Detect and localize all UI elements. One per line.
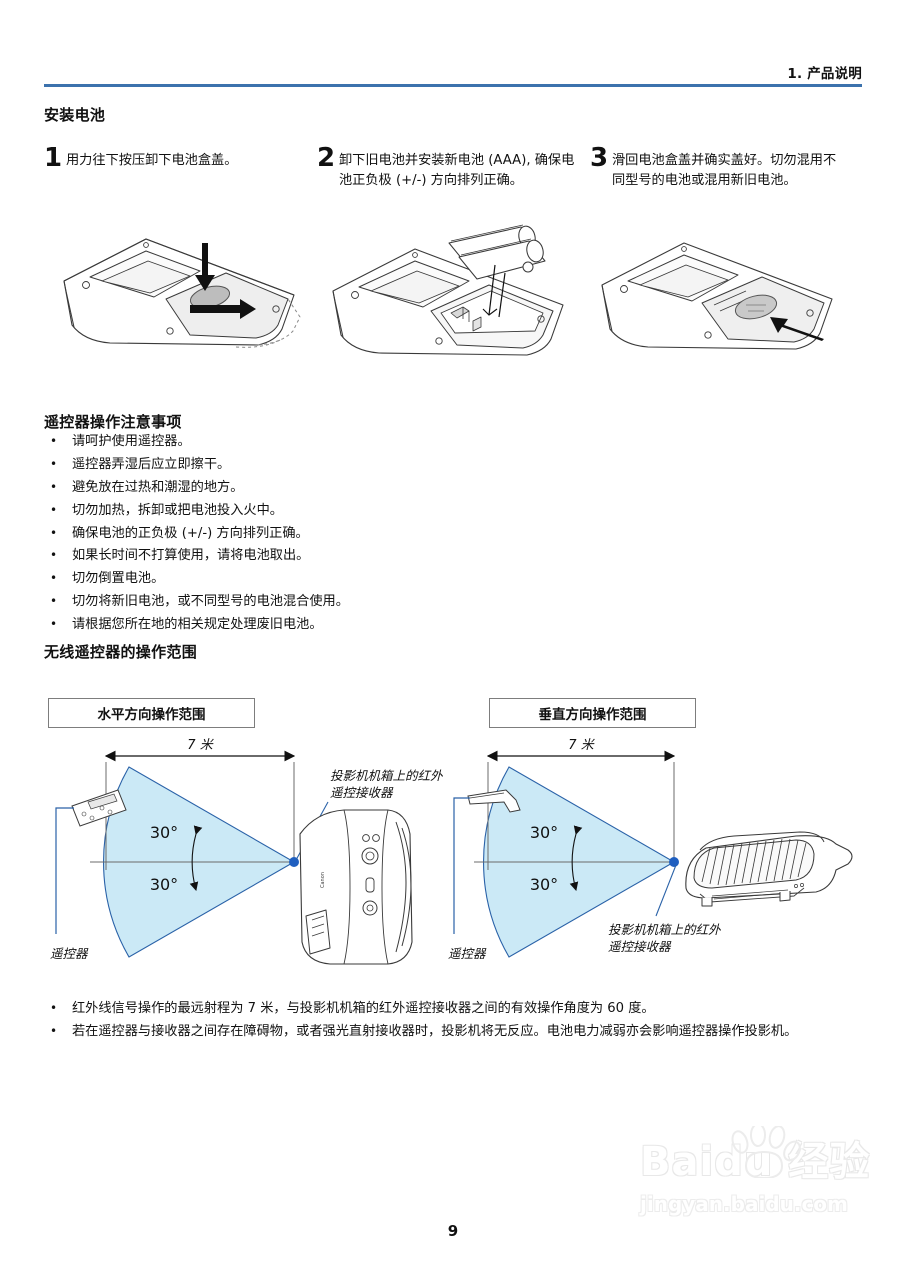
step-1-number: 1 <box>44 143 63 173</box>
remote-control-icon <box>71 789 127 827</box>
step-1: 1 用力往下按压卸下电池盒盖。 <box>44 143 317 348</box>
list-item: • 若在遥控器与接收器之间存在障碍物，或者强光直射接收器时，投影机将无反应。电池… <box>44 1021 864 1042</box>
bullet-icon: • <box>50 548 58 563</box>
step-3-text: 滑回电池盒盖并确实盖好。切勿混用不同型号的电池或混用新旧电池。 <box>612 153 837 189</box>
step-2-number: 2 <box>317 143 336 173</box>
list-item: • 切勿将新旧电池，或不同型号的电池混合使用。 <box>44 591 744 612</box>
section-heading-install-battery: 安装电池 <box>44 106 106 124</box>
diagram-title-horizontal: 水平方向操作范围 <box>48 698 255 728</box>
list-item-text: 切勿倒置电池。 <box>72 571 165 587</box>
distance-label-horizontal: 7 米 <box>187 738 214 753</box>
bullet-icon: • <box>50 434 58 448</box>
watermark-main-text: Baidu 经验 <box>640 1139 871 1185</box>
page-number: 9 <box>447 1222 459 1240</box>
list-item-text: 避免放在过热和潮湿的地方。 <box>72 479 244 495</box>
bullet-icon: • <box>50 594 58 609</box>
list-item: • 切勿加热，拆卸或把电池投入火中。 <box>44 500 744 521</box>
list-item: • 请呵护使用遥控器。 <box>44 431 744 452</box>
ir-receiver-dot <box>289 857 299 867</box>
chapter-title: 1. 产品说明 <box>787 66 862 82</box>
remote-control-icon <box>467 789 521 813</box>
aaa-batteries <box>448 224 546 280</box>
list-item: • 遥控器弄湿后应立即擦干。 <box>44 454 744 475</box>
header-rule <box>44 84 862 87</box>
receiver-label-horizontal-line1: 投影机机箱上的红外 <box>330 768 444 783</box>
operating-range-diagrams: 水平方向操作范围 垂直方向操作范围 <box>44 692 864 982</box>
running-header: 1. 产品说明 <box>44 62 862 86</box>
bullet-icon: • <box>50 571 58 586</box>
step-2-text: 卸下旧电池并安装新电池 (AAA), 确保电池正负极 (+/-) 方向排列正确。 <box>339 153 575 189</box>
angle-label-upper-vertical: 30° <box>530 823 558 842</box>
list-item-text: 若在遥控器与接收器之间存在障碍物，或者强光直射接收器时，投影机将无反应。电池电力… <box>72 1024 798 1040</box>
bullet-icon: • <box>50 1001 58 1015</box>
list-item-text: 请呵护使用遥控器。 <box>72 434 191 449</box>
list-item-text: 切勿加热，拆卸或把电池投入火中。 <box>72 502 283 518</box>
list-item-text: 遥控器弄湿后应立即擦干。 <box>72 456 231 472</box>
remote-label-horizontal: 遥控器 <box>50 946 89 961</box>
operating-range-notes: • 红外线信号操作的最远射程为 7 米，与投影机机箱的红外遥控接收器之间的有效操… <box>44 998 864 1045</box>
bullet-icon: • <box>50 456 58 471</box>
remote-illustration-step-3 <box>596 221 856 375</box>
list-item-text: 切勿将新旧电池，或不同型号的电池混合使用。 <box>72 594 349 610</box>
remote-cautions-list: • 请呵护使用遥控器。 • 遥控器弄湿后应立即擦干。 • 避免放在过热和潮湿的地… <box>44 431 744 637</box>
receiver-label-horizontal-line2: 遥控接收器 <box>330 785 394 800</box>
remote-illustration-step-1 <box>50 221 310 375</box>
angle-label-upper-horizontal: 30° <box>150 823 178 842</box>
horizontal-range-diagram: 7 米 30° 30° 投影机机箱上的红外 遥控接收器 <box>44 738 444 982</box>
bullet-icon: • <box>50 525 58 540</box>
list-item-text: 如果长时间不打算使用，请将电池取出。 <box>72 548 310 564</box>
bullet-icon: • <box>50 617 58 631</box>
receiver-label-vertical-line2: 遥控接收器 <box>608 939 672 954</box>
list-item: • 如果长时间不打算使用，请将电池取出。 <box>44 545 744 566</box>
distance-label-vertical: 7 米 <box>568 738 595 753</box>
list-item: • 确保电池的正负极 (+/-) 方向排列正确。 <box>44 523 744 544</box>
list-item: • 切勿倒置电池。 <box>44 568 744 589</box>
vent-hatching <box>701 838 807 886</box>
list-item: • 避免放在过热和潮湿的地方。 <box>44 477 744 498</box>
slide-arrow <box>190 299 256 319</box>
list-item: • 红外线信号操作的最远射程为 7 米，与投影机机箱的红外遥控接收器之间的有效操… <box>44 998 864 1019</box>
projector-brand: Canon <box>320 872 326 888</box>
list-item-text: 请根据您所在地的相关规定处理废旧电池。 <box>72 617 323 632</box>
battery-install-steps: 1 用力往下按压卸下电池盒盖。 <box>44 143 864 356</box>
receiver-label-vertical-line1: 投影机机箱上的红外 <box>608 922 722 937</box>
bullet-icon: • <box>50 479 58 494</box>
remote-illustration-step-2 <box>323 221 583 375</box>
paw-print-icon <box>731 1126 801 1178</box>
list-item-text: 红外线信号操作的最远射程为 7 米，与投影机机箱的红外遥控接收器之间的有效操作角… <box>72 1001 655 1016</box>
diagram-title-vertical: 垂直方向操作范围 <box>489 698 696 728</box>
bullet-icon: • <box>50 502 58 517</box>
list-item: • 请根据您所在地的相关规定处理废旧电池。 <box>44 614 744 635</box>
list-item-text: 确保电池的正负极 (+/-) 方向排列正确。 <box>72 525 309 541</box>
section-heading-remote-cautions: 遥控器操作注意事项 <box>44 413 182 431</box>
step-3-number: 3 <box>590 143 609 173</box>
remote-label-vertical: 遥控器 <box>448 946 487 961</box>
projector-front-view: Canon <box>299 809 413 965</box>
vertical-range-diagram: 7 米 30° 30° 投影机机箱上的红外 遥控接收器 遥控器 <box>444 738 864 982</box>
section-heading-operating-range: 无线遥控器的操作范围 <box>44 643 198 661</box>
step-2: 2 卸下旧电池并安装新电池 (AAA), 确保电池正负极 (+/-) 方向排列正… <box>317 143 590 356</box>
watermark-sub-text: jingyan.baidu.com <box>640 1192 848 1216</box>
slide-cover-arrow <box>770 317 824 341</box>
projector-side-view <box>685 831 853 907</box>
angle-label-lower-vertical: 30° <box>530 875 558 894</box>
step-3: 3 滑回电池盒盖并确实盖好。切勿混用不同型号的电池或混用新旧电池。 <box>590 143 863 350</box>
press-down-arrow <box>195 243 215 291</box>
bullet-icon: • <box>50 1024 58 1039</box>
ir-receiver-dot <box>669 857 679 867</box>
step-1-text: 用力往下按压卸下电池盒盖。 <box>66 153 238 168</box>
insertion-leader-lines <box>482 264 506 318</box>
angle-label-lower-horizontal: 30° <box>150 875 178 894</box>
